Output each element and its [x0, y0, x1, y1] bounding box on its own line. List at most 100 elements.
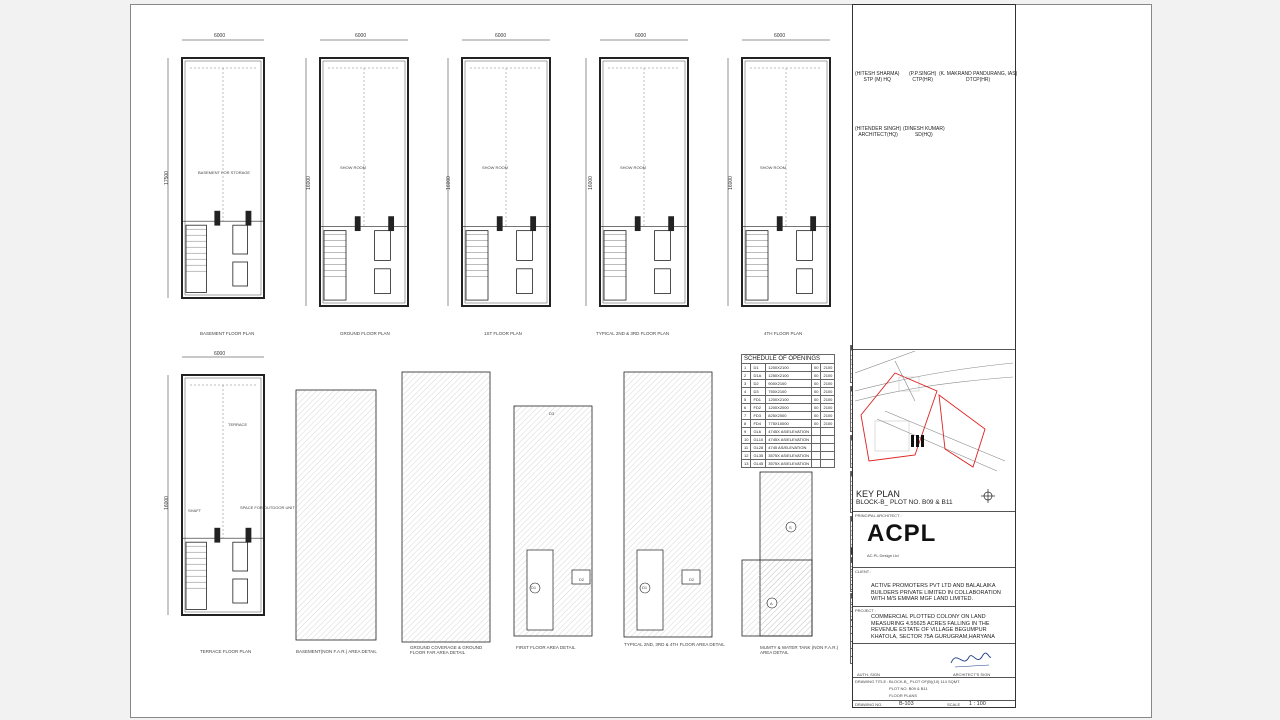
- drawing-no: B-103: [899, 701, 914, 707]
- room-outdoor-unit: SPACE FOR OUTDOOR UNIT: [240, 505, 295, 510]
- schedule-cell: 10: [740, 435, 752, 444]
- architects-sign-label: ARCHITECT'S SIGN: [953, 672, 991, 677]
- client-label: CLIENT :: [855, 569, 872, 574]
- plan-outline-basement: [181, 57, 265, 299]
- schedule-cell: GL35: [750, 451, 767, 460]
- schedule-cell: FD3: [750, 411, 767, 420]
- area-label-typical: TYPICAL 2ND, 3RD & 4TH FLOOR AREA DETAIL: [624, 642, 725, 647]
- scale-value: 1 : 100: [969, 701, 986, 707]
- schedule-cell: 11: [740, 443, 752, 452]
- project-label: PROJECT :: [855, 608, 876, 613]
- schedule-cell: 2100: [820, 395, 836, 404]
- plan-outline-first: [461, 57, 551, 307]
- schedule-cell: 750X2100: [765, 387, 813, 396]
- area-label-ground: GROUND COVERAGE & GROUND FLOOR FAR AREA …: [410, 645, 483, 655]
- schedule-cell: 12: [740, 451, 752, 460]
- schedule-cell: 2100: [820, 411, 836, 420]
- schedule-cell: 1200X2100: [765, 395, 813, 404]
- stair-block: [323, 230, 347, 301]
- floor-plans-label: FLOOR PLANS: [889, 693, 918, 698]
- plan-outline-fourth: [741, 57, 831, 307]
- schedule-cell: 1200X2100: [765, 363, 813, 372]
- schedule-cell: [820, 435, 836, 444]
- signatory-5: (DINESH KUMAR) SD(HQ): [903, 126, 945, 138]
- schedule-cell: FD1: [750, 395, 767, 404]
- stair-block: [465, 230, 489, 301]
- schedule-cell: [810, 443, 822, 452]
- signatory-3: (K. MAKRAND PANDURANG, IAS) DTCP(HR): [939, 71, 1018, 83]
- firm-name: AC.PL Design Ltd: [867, 553, 899, 558]
- column-mark: [388, 216, 395, 232]
- toilet-block: [232, 224, 248, 255]
- area-d2-typical: [681, 569, 701, 585]
- schedule-cell: GL6: [750, 427, 767, 436]
- column-mark: [354, 216, 361, 232]
- schedule-title: SCHEDULE OF OPENINGS: [740, 354, 836, 364]
- auth-sign-label: AUTH. SIGN: [857, 672, 880, 677]
- area-mumty-lower: [741, 559, 813, 637]
- schedule-cell: 1250X2100: [765, 371, 813, 380]
- area-hatch-1: [401, 371, 491, 643]
- schedule-cell: 00: [810, 395, 822, 404]
- area-label-basement: BASEMENT(NON F.A.R.) AREA DETAIL: [296, 649, 377, 654]
- schedule-cell: GL45: [750, 459, 767, 468]
- room-terrace: TERRACE: [228, 422, 248, 427]
- column-mark: [810, 216, 817, 232]
- schedule-cell: 00: [810, 371, 822, 380]
- stair-block: [745, 230, 769, 301]
- area-tag-circle: [529, 582, 541, 594]
- column-mark: [634, 216, 641, 232]
- tag-d1-typical: D1: [642, 585, 648, 590]
- schedule-cell: 3575X AS/ELEVATION: [765, 451, 813, 460]
- dim-depth-first: 16000: [445, 176, 452, 190]
- area-tag-circle: [639, 582, 651, 594]
- column-mark: [214, 527, 221, 543]
- dim-width-5: 6000: [774, 33, 786, 39]
- signatory-4: (HITENDER SINGH) ARCHITECT(HQ): [855, 126, 902, 138]
- room-show-first: SHOW ROOM: [482, 165, 508, 170]
- tag-d1-first: D1: [531, 585, 537, 590]
- schedule-cell: 00: [810, 363, 822, 372]
- plan-inner-fourth: [744, 60, 828, 304]
- schedule-cell: GL28: [750, 443, 767, 452]
- lift-block: [374, 268, 391, 294]
- schedule-cell: 4745X AS/ELEVATION: [765, 435, 813, 444]
- toilet-block: [374, 230, 391, 261]
- lift-block: [232, 578, 248, 604]
- plot-no: PLOT NO. B09 & B11: [889, 686, 928, 691]
- schedule-cell: 2100: [820, 363, 836, 372]
- schedule-cell: 00: [810, 403, 822, 412]
- schedule-cell: 825X2000: [765, 411, 813, 420]
- room-shaft: SHAFT: [188, 508, 202, 513]
- schedule-cell: 3: [740, 379, 752, 388]
- lift-block: [232, 261, 248, 287]
- schedule-cell: 9: [740, 427, 752, 436]
- area-tag-circle: [785, 521, 797, 533]
- schedule-cell: 13: [740, 459, 752, 468]
- lift-block: [516, 268, 533, 294]
- schedule-cell: 3575X AS/ELEVATION: [765, 459, 813, 468]
- room-show-fourth: SHOW ROOM: [760, 165, 786, 170]
- acpl-logo: ACPL: [867, 520, 937, 547]
- column-mark: [496, 216, 503, 232]
- schedule-cell: [820, 451, 836, 460]
- schedule-cell: [820, 459, 836, 468]
- schedule-cell: 1: [740, 363, 752, 372]
- drawing-title: BLOCK-B_ PLOT OF(B)(10) 114 SQMT.: [889, 679, 961, 684]
- room-show-ground: SHOW ROOM: [340, 165, 366, 170]
- toilet-block: [796, 230, 813, 261]
- schedule-cell: 2100: [820, 379, 836, 388]
- plan-label-basement: BASEMENT FLOOR PLAN: [200, 331, 255, 336]
- schedule-cell: D2: [750, 379, 767, 388]
- plan-inner-terrace: [184, 377, 262, 613]
- schedule-cell: 2100: [820, 419, 836, 428]
